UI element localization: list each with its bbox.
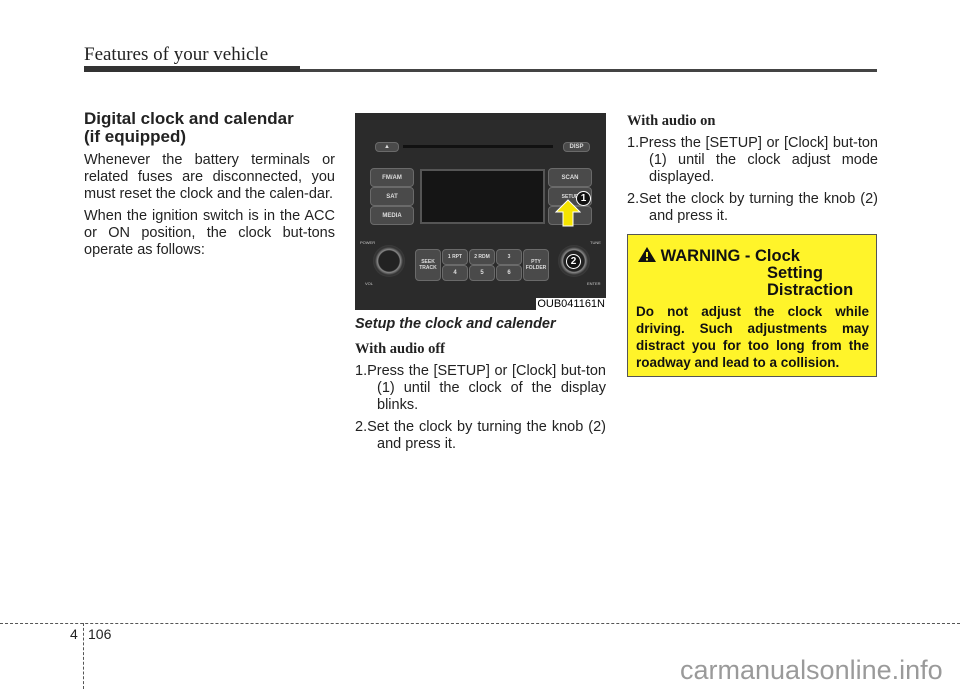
step: 2.Set the clock by turning the knob (2) … — [355, 419, 606, 452]
warning-label: WARNING - — [660, 247, 751, 265]
pty-button: PTY FOLDER — [523, 249, 549, 281]
volume-knob — [373, 245, 405, 277]
fmam-button: FM/AM — [370, 168, 414, 187]
callout-1: 1 — [576, 191, 591, 206]
page-number: 106 — [88, 626, 112, 642]
power-label: POWER — [360, 240, 376, 245]
media-button: MEDIA — [370, 206, 414, 225]
step: 1.Press the [SETUP] or [Clock] but-ton (… — [627, 135, 878, 185]
disp-button: DISP — [563, 142, 590, 152]
radio-figure: ▲ DISP FM/AM SAT MEDIA SCAN SETUP 1 POWE… — [355, 113, 606, 310]
preset-1-button: 1 RPT — [442, 249, 468, 265]
enter-label: ENTER — [587, 281, 601, 286]
paragraph: Whenever the battery terminals or relate… — [84, 152, 335, 202]
preset-6-button: 6 — [496, 265, 522, 281]
preset-5-button: 5 — [469, 265, 495, 281]
warning-title: WARNING - Clock Setting Distraction — [638, 247, 853, 299]
footer-divider — [83, 623, 84, 689]
callout-2: 2 — [566, 254, 581, 269]
vol-label: VOL — [365, 281, 374, 286]
header-bar — [84, 66, 300, 72]
audio-on-title: With audio on — [627, 113, 716, 129]
warning-box: WARNING - Clock Setting Distraction Do n… — [627, 234, 877, 377]
heading-line-2: (if equipped) — [84, 127, 186, 146]
warning-triangle-icon — [638, 247, 656, 262]
section-number: 4 — [70, 626, 78, 642]
figure-code: OUB041161N — [536, 298, 606, 310]
middle-column: Setup the clock and calender With audio … — [355, 316, 606, 458]
step: 1.Press the [SETUP] or [Clock] but-ton (… — [355, 363, 606, 413]
header-rule — [300, 69, 877, 72]
cd-slot — [403, 145, 553, 148]
sat-button: SAT — [370, 187, 414, 206]
warning-title-line: Setting — [767, 264, 823, 282]
preset-2-button: 2 RDM — [469, 249, 495, 265]
eject-button: ▲ — [375, 142, 399, 152]
scan-button: SCAN — [548, 168, 592, 187]
step: 2.Set the clock by turning the knob (2) … — [627, 191, 878, 224]
warning-text: Do not adjust the clock while driving. S… — [636, 304, 869, 370]
seek-button: SEEK TRACK — [415, 249, 441, 281]
display-screen — [420, 169, 545, 224]
left-column: Whenever the battery terminals or relate… — [84, 152, 335, 264]
audio-on-steps: 1.Press the [SETUP] or [Clock] but-ton (… — [627, 135, 878, 225]
running-header: Features of your vehicle — [84, 44, 269, 65]
section-heading: Digital clock and calendar (if equipped) — [84, 110, 344, 146]
arrow-up-icon — [555, 199, 581, 227]
warning-title-line: Clock — [755, 247, 800, 265]
audio-off-title: With audio off — [355, 341, 445, 357]
figure-caption: Setup the clock and calender — [355, 316, 556, 332]
warning-title-line: Distraction — [767, 281, 854, 299]
footer-rule — [0, 623, 960, 624]
heading-line-1: Digital clock and calendar — [84, 109, 294, 128]
tune-label: TUNE — [590, 240, 601, 245]
right-column: With audio on 1.Press the [SETUP] or [Cl… — [627, 113, 878, 230]
preset-4-button: 4 — [442, 265, 468, 281]
audio-off-steps: 1.Press the [SETUP] or [Clock] but-ton (… — [355, 363, 606, 453]
watermark: carmanualsonline.info — [680, 655, 943, 685]
paragraph: When the ignition switch is in the ACC o… — [84, 208, 335, 258]
preset-3-button: 3 — [496, 249, 522, 265]
